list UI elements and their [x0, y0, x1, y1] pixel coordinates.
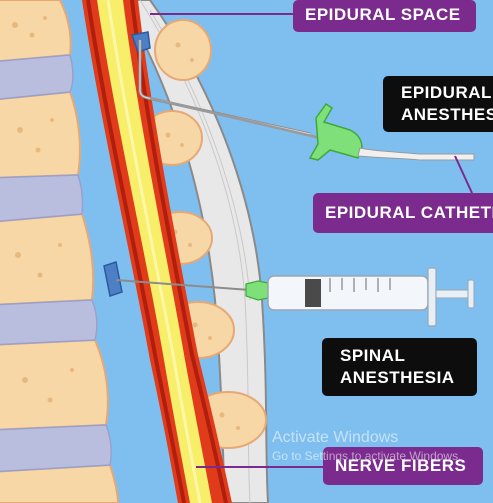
spinal-anesthesia-line1: SPINAL [340, 346, 406, 365]
epidural-anesthesia-label: EPIDURAL ANESTHESIA [383, 76, 493, 132]
spinal-cord-highlight [106, 0, 202, 503]
vertebra-2 [0, 90, 81, 179]
epidural-anesthesia-line2: ANESTHESIA [401, 105, 493, 124]
spinal-site-marker [103, 261, 123, 297]
spinal-anesthesia-label: SPINAL ANESTHESIA [322, 338, 477, 396]
activate-windows-watermark: Activate Windows Go to Settings to activ… [272, 428, 461, 466]
back-tissue [118, 0, 270, 503]
epidural-catheter-label: EPIDURAL CATHETER [313, 193, 493, 233]
watermark-subtitle: Go to Settings to activate Windows. [272, 449, 462, 463]
dura-dark-rim [86, 0, 186, 503]
disc-2 [0, 174, 84, 222]
vertebra-3 [0, 212, 95, 306]
syringe-icon [115, 267, 475, 327]
spinal-anesthesia-line2: ANESTHESIA [340, 368, 455, 387]
bone-texture [12, 16, 74, 403]
nerve-fibers-label: NERVE FIBERS [323, 447, 483, 485]
epidural-space-label: EPIDURAL SPACE [293, 0, 476, 32]
watermark-title: Activate Windows [272, 429, 399, 446]
disc-1 [0, 54, 74, 100]
catheter-pointer [454, 155, 473, 194]
vertebra-1 [0, 0, 72, 63]
process-1 [154, 19, 212, 81]
epidural-anesthesia-line1: EPIDURAL [401, 83, 492, 102]
vertebra-4 [0, 338, 109, 431]
disc-3 [0, 299, 98, 346]
epidural-needle-icon [149, 96, 475, 161]
intervertebral-discs [0, 54, 112, 473]
disc-4 [0, 424, 112, 473]
